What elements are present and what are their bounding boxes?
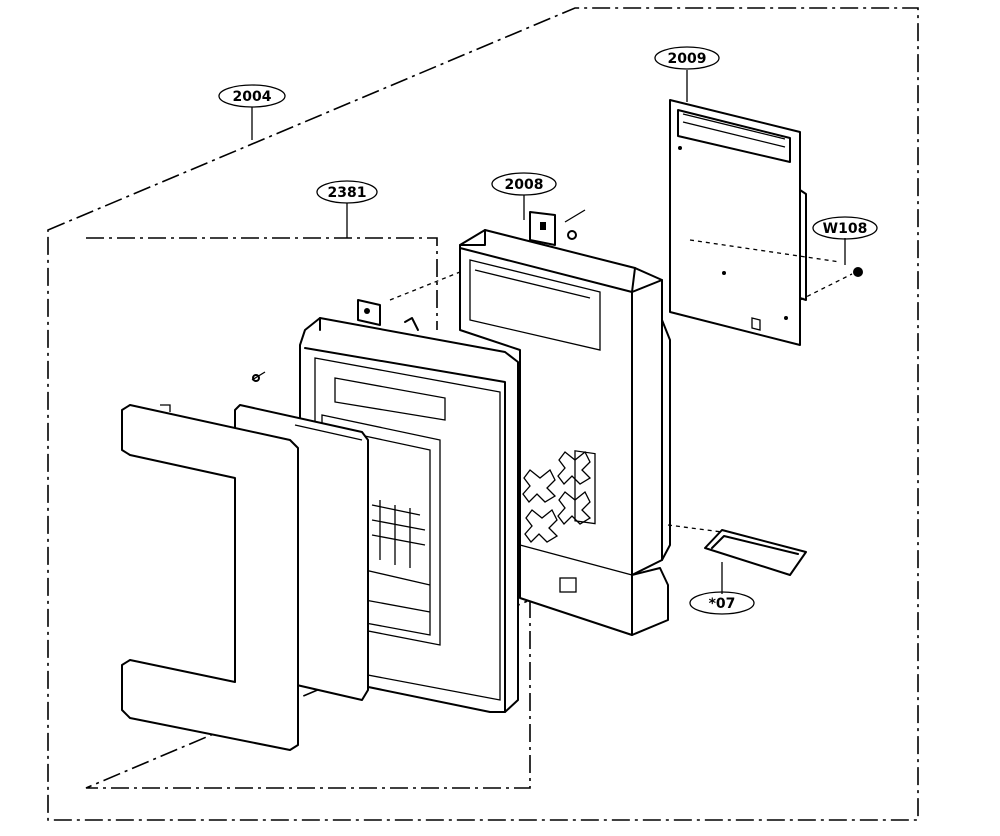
door-group-boundary [85,237,531,789]
control-panel-housing [459,209,671,636]
label-2004: 2004 [218,84,286,108]
svg-text:*07: *07 [709,596,736,612]
button-cross [557,450,592,485]
svg-text:W108: W108 [823,221,868,237]
button-cross [524,508,559,543]
label-w108: W108 [812,216,878,240]
svg-text:2381: 2381 [328,185,367,201]
pad-07 [667,524,807,576]
svg-text:2008: 2008 [505,177,544,193]
label-07: *07 [689,591,755,615]
screw-w108 [689,239,863,301]
pcb-board [669,99,807,346]
label-2008: 2008 [491,172,557,196]
button-cross [557,490,592,525]
label-2381: 2381 [316,180,378,204]
svg-text:2009: 2009 [668,51,707,67]
label-2009: 2009 [654,46,720,70]
button-cross [522,468,557,503]
door-outer-frame [121,404,299,751]
svg-text:2004: 2004 [233,89,272,105]
assembly-boundary [47,7,919,821]
